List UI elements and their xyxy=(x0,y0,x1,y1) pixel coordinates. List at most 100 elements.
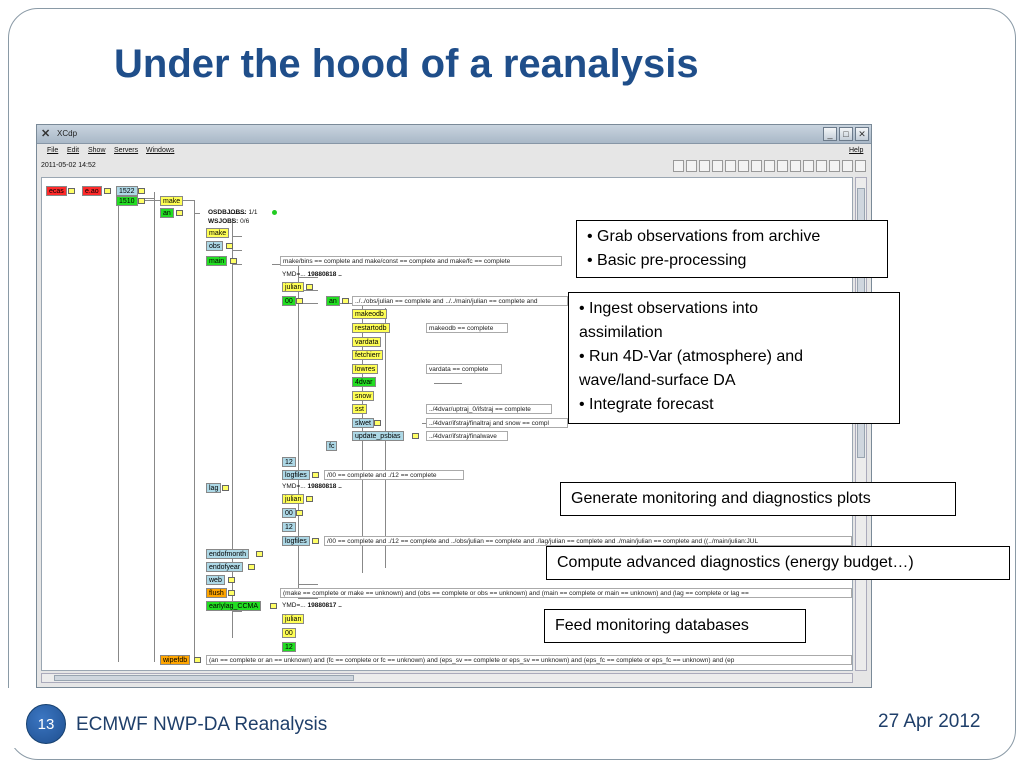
endofyear-node[interactable]: endofyear xyxy=(206,562,244,572)
web-node[interactable]: web xyxy=(206,575,225,585)
slide-frame xyxy=(8,8,1016,760)
logfiles2-trigger: /00 == complete and ./12 == complete and… xyxy=(324,536,852,546)
lowres-node[interactable]: lowres xyxy=(352,364,379,374)
snow-node[interactable]: snow xyxy=(352,391,375,401)
fam12-node[interactable]: 12 xyxy=(282,457,296,467)
menu-help[interactable]: Help xyxy=(849,147,864,154)
note-flag-icon xyxy=(228,577,235,583)
flush-node[interactable]: flush xyxy=(206,588,227,598)
page-number-badge: 13 xyxy=(26,704,66,744)
logfiles2-node[interactable]: logfiles xyxy=(282,536,310,546)
stop-icon[interactable] xyxy=(855,160,866,172)
help-icon[interactable] xyxy=(751,160,762,172)
julian2-node[interactable]: julian xyxy=(282,494,305,504)
note-flag-icon xyxy=(194,657,201,663)
fdvar-node[interactable]: 4dvar xyxy=(352,377,376,387)
wipefdb-node[interactable]: wipefdb xyxy=(160,655,191,665)
main-node[interactable]: main xyxy=(206,256,228,266)
horizontal-scroll-thumb[interactable] xyxy=(54,675,354,681)
make-node[interactable]: make xyxy=(160,196,184,206)
osdbjobs-label: OSDBJOBS: 1/1 xyxy=(208,209,258,216)
note-flag-icon xyxy=(176,210,183,216)
search-icon[interactable] xyxy=(842,160,853,172)
server-eao-node[interactable]: e.ao xyxy=(82,186,102,196)
sst-node[interactable]: sst xyxy=(352,404,367,414)
callout-line: • Ingest observations into xyxy=(579,300,759,317)
an-node[interactable]: an xyxy=(160,208,174,218)
slwet-node[interactable]: slwet xyxy=(352,418,374,428)
an2-trigger: ../../obs/julian == complete and ../../m… xyxy=(352,296,568,306)
callout-databases: Feed monitoring databases xyxy=(544,609,806,643)
update-trigger: ../4dvar/ifstraj/finalwave xyxy=(426,431,508,441)
table-icon[interactable] xyxy=(712,160,723,172)
menu-windows[interactable]: Windows xyxy=(146,147,175,154)
vardata-node[interactable]: vardata xyxy=(352,337,382,347)
fetchierr-node[interactable]: fetchierr xyxy=(352,350,384,360)
note-flag-icon xyxy=(296,298,303,304)
tree-line xyxy=(298,584,318,585)
lowres-trigger: vardata == complete xyxy=(426,364,502,374)
tree-line xyxy=(298,277,318,278)
earlylag-node[interactable]: earlylag_CCMA xyxy=(206,601,262,611)
note-flag-icon xyxy=(256,551,263,557)
tree-line xyxy=(232,250,242,251)
obs-node[interactable]: obs xyxy=(206,241,224,251)
fc-node[interactable]: fc xyxy=(326,441,338,451)
ymd1-label: YMD=... 19880818 .. xyxy=(282,271,342,278)
menu-edit[interactable]: Edit xyxy=(67,147,80,154)
tag-icon[interactable] xyxy=(790,160,801,172)
tree-line xyxy=(182,200,194,201)
callout-line: wave/land-surface DA xyxy=(579,372,736,389)
server-ecas-node[interactable]: ecas xyxy=(46,186,67,196)
suite-1522-node[interactable]: 1522 xyxy=(116,186,138,196)
grid-icon[interactable] xyxy=(725,160,736,172)
menu-file[interactable]: File xyxy=(47,147,59,154)
note-icon[interactable] xyxy=(803,160,814,172)
bars-icon[interactable] xyxy=(699,160,710,172)
window-title: XCdp xyxy=(57,129,78,138)
callout-line: assimilation xyxy=(579,324,663,341)
el00-node[interactable]: 00 xyxy=(282,628,296,638)
callout-line: • Integrate forecast xyxy=(579,396,714,413)
an2-node[interactable]: an xyxy=(326,296,340,306)
note-flag-icon xyxy=(222,485,229,491)
clock-icon[interactable] xyxy=(777,160,788,172)
zoom-icon[interactable] xyxy=(738,160,749,172)
note-flag-icon xyxy=(296,510,303,516)
fam00-node[interactable]: 00 xyxy=(282,296,296,306)
refresh-icon[interactable] xyxy=(686,160,697,172)
maximize-button[interactable]: □ xyxy=(839,127,853,141)
menu-servers[interactable]: Servers xyxy=(114,147,139,154)
close-button[interactable]: ✕ xyxy=(855,127,869,141)
el12-node[interactable]: 12 xyxy=(282,642,296,652)
tree-canvas[interactable]: ecas e.ao 1522 1510 make an OSDBJOBS: 1/… xyxy=(41,177,853,671)
logfiles1-node[interactable]: logfiles xyxy=(282,470,310,480)
bug-icon[interactable] xyxy=(816,160,827,172)
family-1510-node[interactable]: 1510 xyxy=(116,196,138,206)
check-icon[interactable] xyxy=(764,160,775,172)
lag-node[interactable]: lag xyxy=(206,483,222,493)
note-flag-icon xyxy=(312,472,319,478)
minimize-button[interactable]: _ xyxy=(823,127,837,141)
julian1-node[interactable]: julian xyxy=(282,282,305,292)
footer-left: ECMWF NWP-DA Reanalysis xyxy=(76,714,328,735)
tree-line xyxy=(154,192,155,662)
lag00-node[interactable]: 00 xyxy=(282,508,296,518)
makeodb-node[interactable]: makeodb xyxy=(352,309,387,319)
menu-show[interactable]: Show xyxy=(88,147,106,154)
note-flag-icon xyxy=(230,258,237,264)
lag12-node[interactable]: 12 xyxy=(282,522,296,532)
horizontal-scrollbar[interactable] xyxy=(41,673,853,683)
slide-title: Under the hood of a reanalysis xyxy=(114,42,699,86)
ymd2-label: YMD=... 19880818 .. xyxy=(282,483,342,490)
tree-line xyxy=(298,264,299,594)
update-psbias-node[interactable]: update_psbias xyxy=(352,431,404,441)
link-icon[interactable] xyxy=(829,160,840,172)
endofmonth-node[interactable]: endofmonth xyxy=(206,549,249,559)
julian3-node[interactable]: julian xyxy=(282,614,305,624)
info-icon[interactable] xyxy=(673,160,684,172)
window-titlebar[interactable]: ✕ XCdp _ □ ✕ xyxy=(37,125,871,144)
restartodb-node[interactable]: restartodb xyxy=(352,323,390,333)
an-make-node[interactable]: make xyxy=(206,228,230,238)
wipefdb-trigger: (an == complete or an == unknown) and (f… xyxy=(206,655,852,665)
